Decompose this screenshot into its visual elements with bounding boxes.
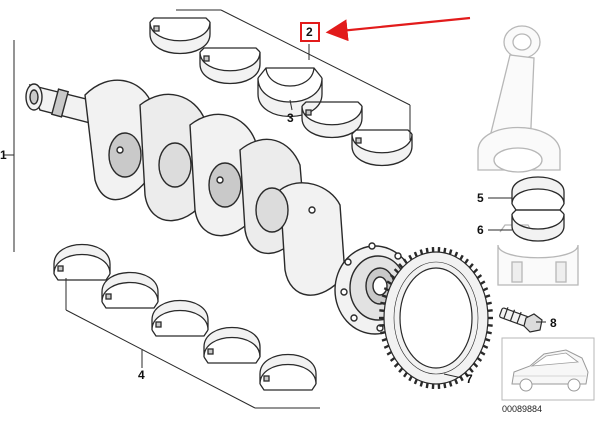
gear-tooth: [477, 275, 481, 278]
gear-tooth: [380, 332, 385, 333]
gear-tooth: [460, 255, 462, 259]
vehicle-thumbnail: [502, 338, 594, 400]
callout-6: 6: [477, 224, 484, 236]
gear-tooth: [404, 373, 407, 377]
gear-tooth: [483, 288, 488, 290]
gear-tooth: [427, 248, 428, 253]
gear-tooth: [487, 332, 492, 333]
callout-1: 1: [0, 149, 7, 161]
bolt: [499, 307, 542, 332]
callout-4: 4: [138, 369, 145, 381]
gear-tooth: [382, 339, 387, 341]
conrod-shell-upper: [512, 177, 564, 210]
callout-8: 8: [550, 317, 557, 329]
gear-tooth: [427, 383, 428, 388]
upper-shell: [352, 130, 412, 166]
conrod-bearing-shells: [512, 177, 564, 241]
lower-shell: [260, 355, 316, 391]
lower-shell: [204, 328, 260, 364]
gear-tooth: [421, 382, 422, 387]
gear-tooth: [387, 352, 391, 355]
callout-7: 7: [466, 373, 473, 385]
upper-shell: [200, 48, 260, 84]
lower-shell: [102, 273, 158, 309]
callout-2: 2: [306, 26, 313, 38]
callout-3: 3: [287, 112, 294, 124]
bracket-1: [4, 40, 14, 252]
callout-5: 5: [477, 192, 484, 204]
gear-tooth: [470, 264, 473, 268]
gear-tooth: [485, 295, 490, 297]
gear-tooth: [450, 382, 451, 387]
gear-tooth: [384, 346, 389, 348]
gear-tooth: [444, 383, 445, 388]
bracket-4: [66, 278, 320, 408]
gear-tooth: [415, 252, 417, 257]
gear-tooth: [487, 303, 492, 304]
gear-tooth: [488, 325, 493, 326]
gear-tooth: [379, 310, 384, 311]
gear-tooth: [488, 310, 493, 311]
lower-shell: [54, 245, 110, 281]
gear-tooth: [477, 358, 481, 361]
upper-shell: [258, 68, 322, 117]
gear-tooth: [474, 363, 478, 366]
gear-tooth: [382, 295, 387, 297]
gear-tooth: [399, 368, 402, 372]
catalog-number: 00089884: [502, 404, 542, 414]
gear-tooth: [409, 376, 411, 380]
gear-tooth: [483, 346, 488, 348]
gear-tooth: [481, 352, 485, 355]
gear-tooth: [395, 363, 399, 366]
lower-bearing-shells: [54, 245, 316, 391]
gear-tooth: [379, 325, 384, 326]
lower-shell: [152, 301, 208, 337]
gear-tooth: [415, 379, 417, 384]
gear-tooth: [460, 376, 462, 380]
connecting-rod-ghost: [478, 26, 578, 285]
gear-tooth: [421, 250, 422, 255]
gear-tooth: [391, 358, 395, 361]
gear-tooth: [450, 250, 451, 255]
conrod-shell-lower: [512, 210, 564, 241]
gear-tooth: [485, 339, 490, 341]
upper-shell: [150, 18, 210, 54]
gear-tooth: [409, 255, 411, 259]
highlight-arrow: [330, 18, 470, 32]
gear-tooth: [380, 303, 385, 304]
gear-tooth: [474, 269, 478, 272]
gear-tooth: [455, 379, 457, 384]
gear-tooth: [465, 259, 468, 263]
gear-tooth: [444, 248, 445, 253]
gear-tooth: [455, 252, 457, 257]
gear-tooth: [481, 281, 485, 284]
